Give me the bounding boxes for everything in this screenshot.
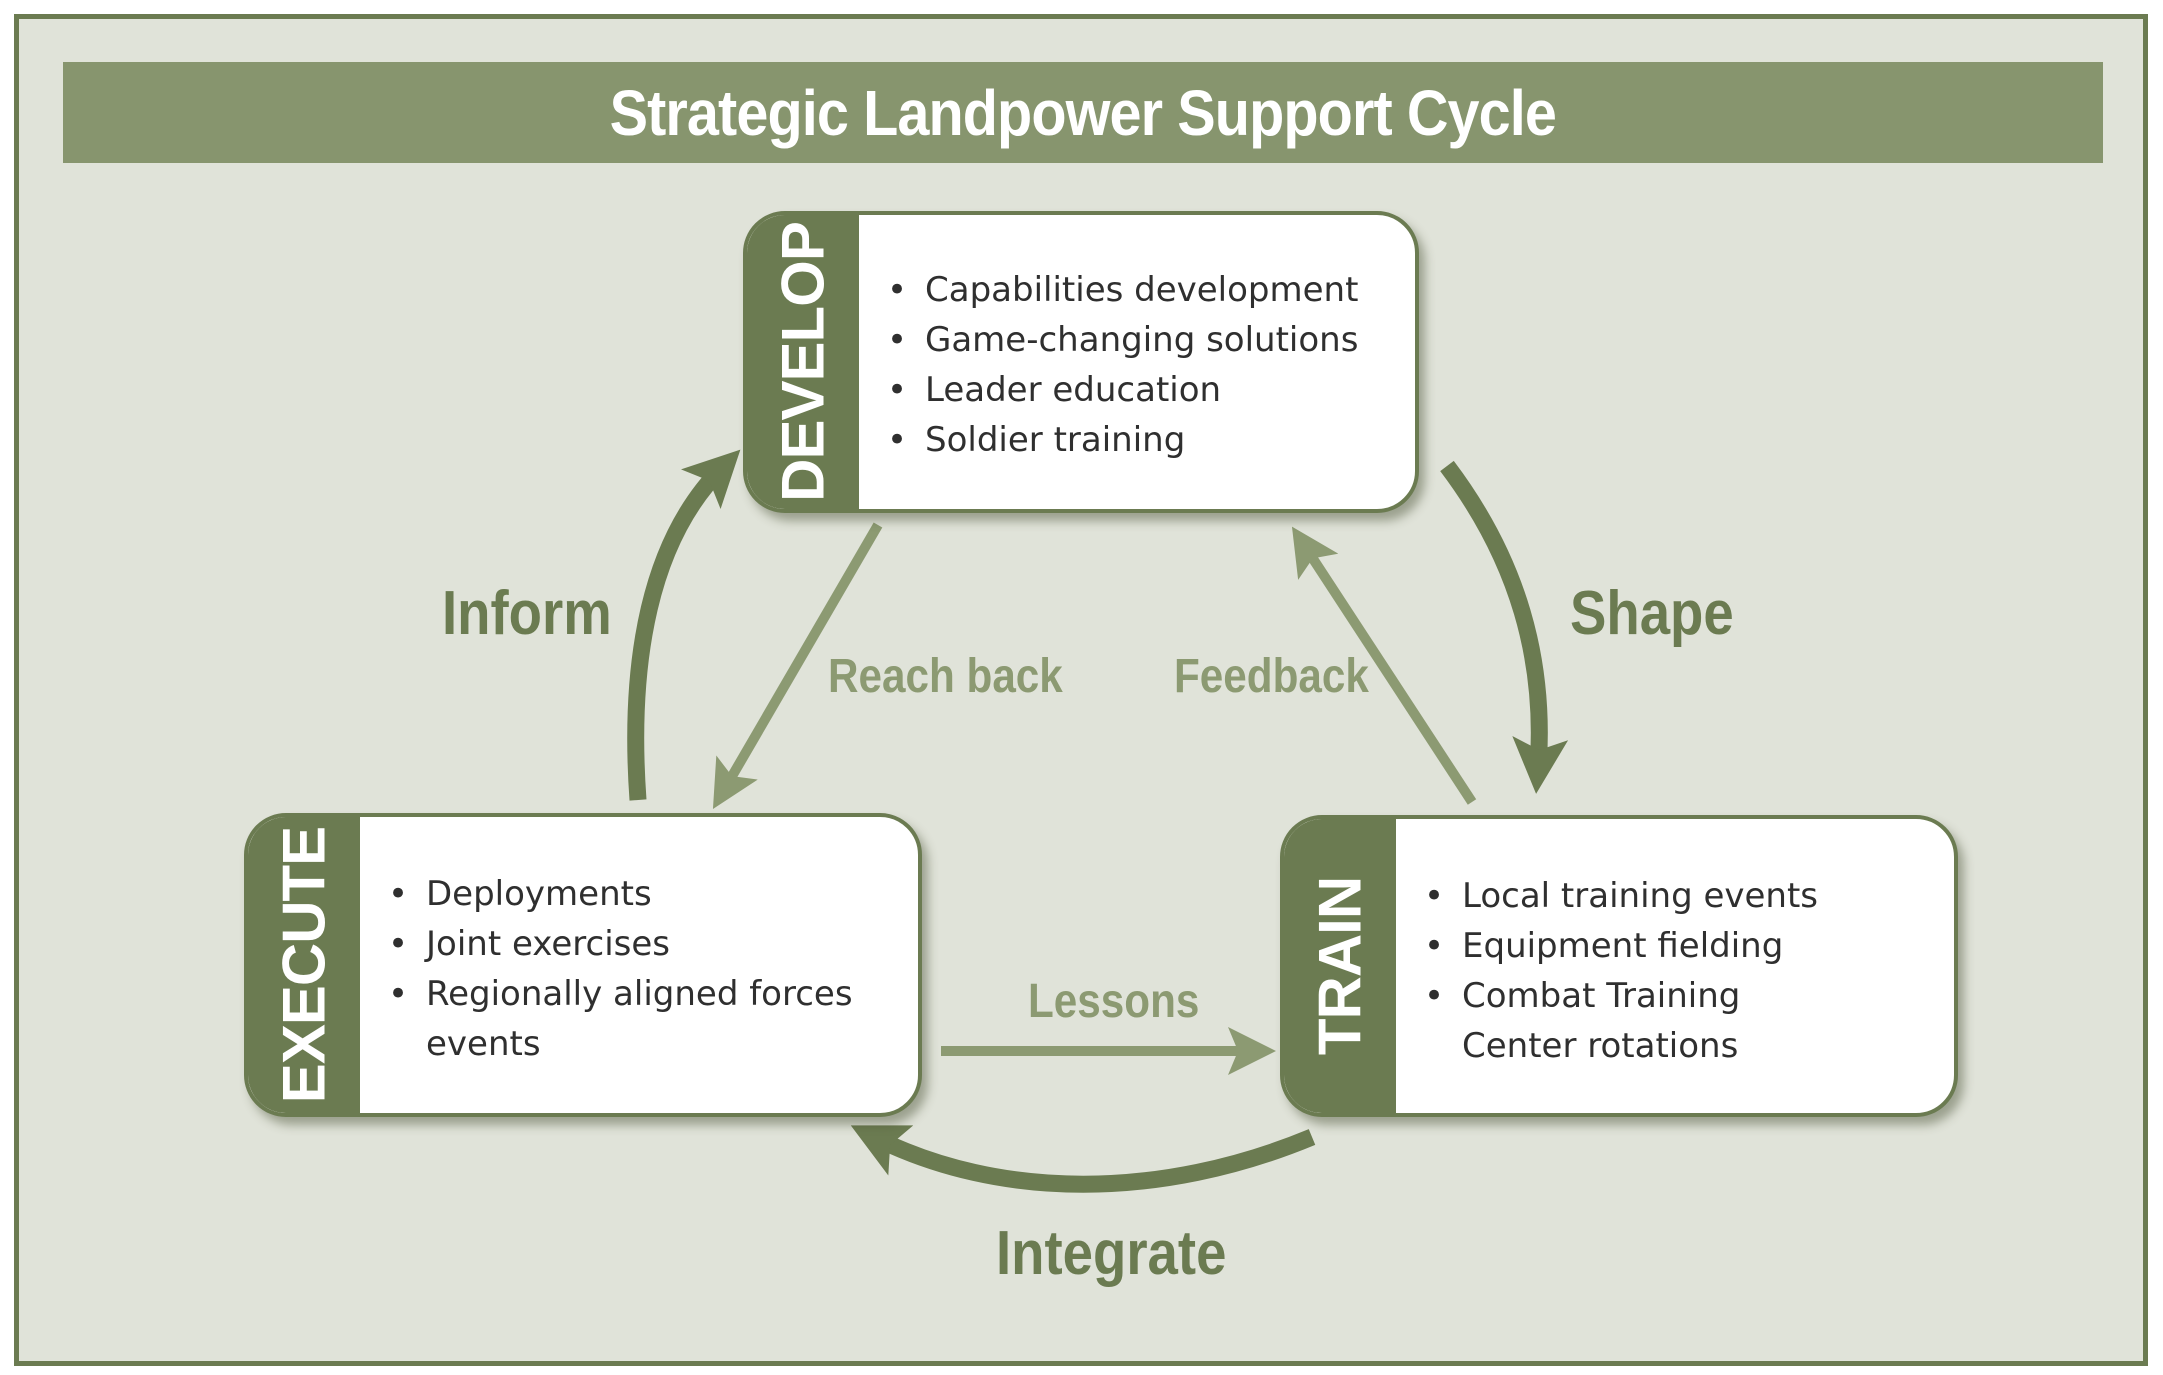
inform-label: Inform — [442, 579, 612, 648]
develop-band: DEVELOP — [747, 215, 859, 509]
develop-box: DEVELOP Capabilities development Game-ch… — [743, 211, 1419, 513]
list-item: Leader education — [873, 365, 1395, 415]
list-item: Regionally aligned forces events — [374, 969, 858, 1069]
reach-back-arrow — [712, 522, 883, 810]
lessons-label: Lessons — [1028, 975, 1200, 1028]
list-item: Joint exercises — [374, 919, 858, 969]
train-label: TRAIN — [1306, 876, 1374, 1056]
integrate-label: Integrate — [996, 1219, 1227, 1288]
list-item: Game-changing solutions — [873, 315, 1395, 365]
list-item: Local training events — [1410, 871, 1864, 921]
integrate-arrow — [850, 1125, 1316, 1193]
list-item: Capabilities development — [873, 265, 1395, 315]
train-band: TRAIN — [1284, 819, 1396, 1113]
diagram-title: Strategic Landpower Support Cycle — [609, 76, 1557, 149]
feedback-arrow — [1291, 526, 1477, 805]
shape-arrow — [1440, 460, 1569, 794]
develop-list: Capabilities development Game-changing s… — [873, 265, 1395, 465]
title-bar: Strategic Landpower Support Cycle — [63, 62, 2103, 163]
list-item: Combat Training Center rotations — [1410, 971, 1864, 1071]
list-item: Equipment fielding — [1410, 921, 1864, 971]
inform-arrow — [627, 449, 741, 801]
execute-list: Deployments Joint exercises Regionally a… — [374, 869, 858, 1069]
execute-band: EXECUTE — [248, 817, 360, 1113]
shape-label: Shape — [1570, 579, 1734, 648]
develop-label: DEVELOP — [769, 222, 837, 502]
train-box: TRAIN Local training events Equipment fi… — [1280, 815, 1958, 1117]
list-item: Deployments — [374, 869, 858, 919]
feedback-label: Feedback — [1174, 650, 1369, 703]
train-list: Local training events Equipment fielding… — [1410, 871, 1864, 1071]
reach-back-label: Reach back — [828, 650, 1063, 703]
execute-box: EXECUTE Deployments Joint exercises Regi… — [244, 813, 922, 1117]
list-item: Soldier training — [873, 415, 1395, 465]
execute-label: EXECUTE — [270, 826, 338, 1104]
